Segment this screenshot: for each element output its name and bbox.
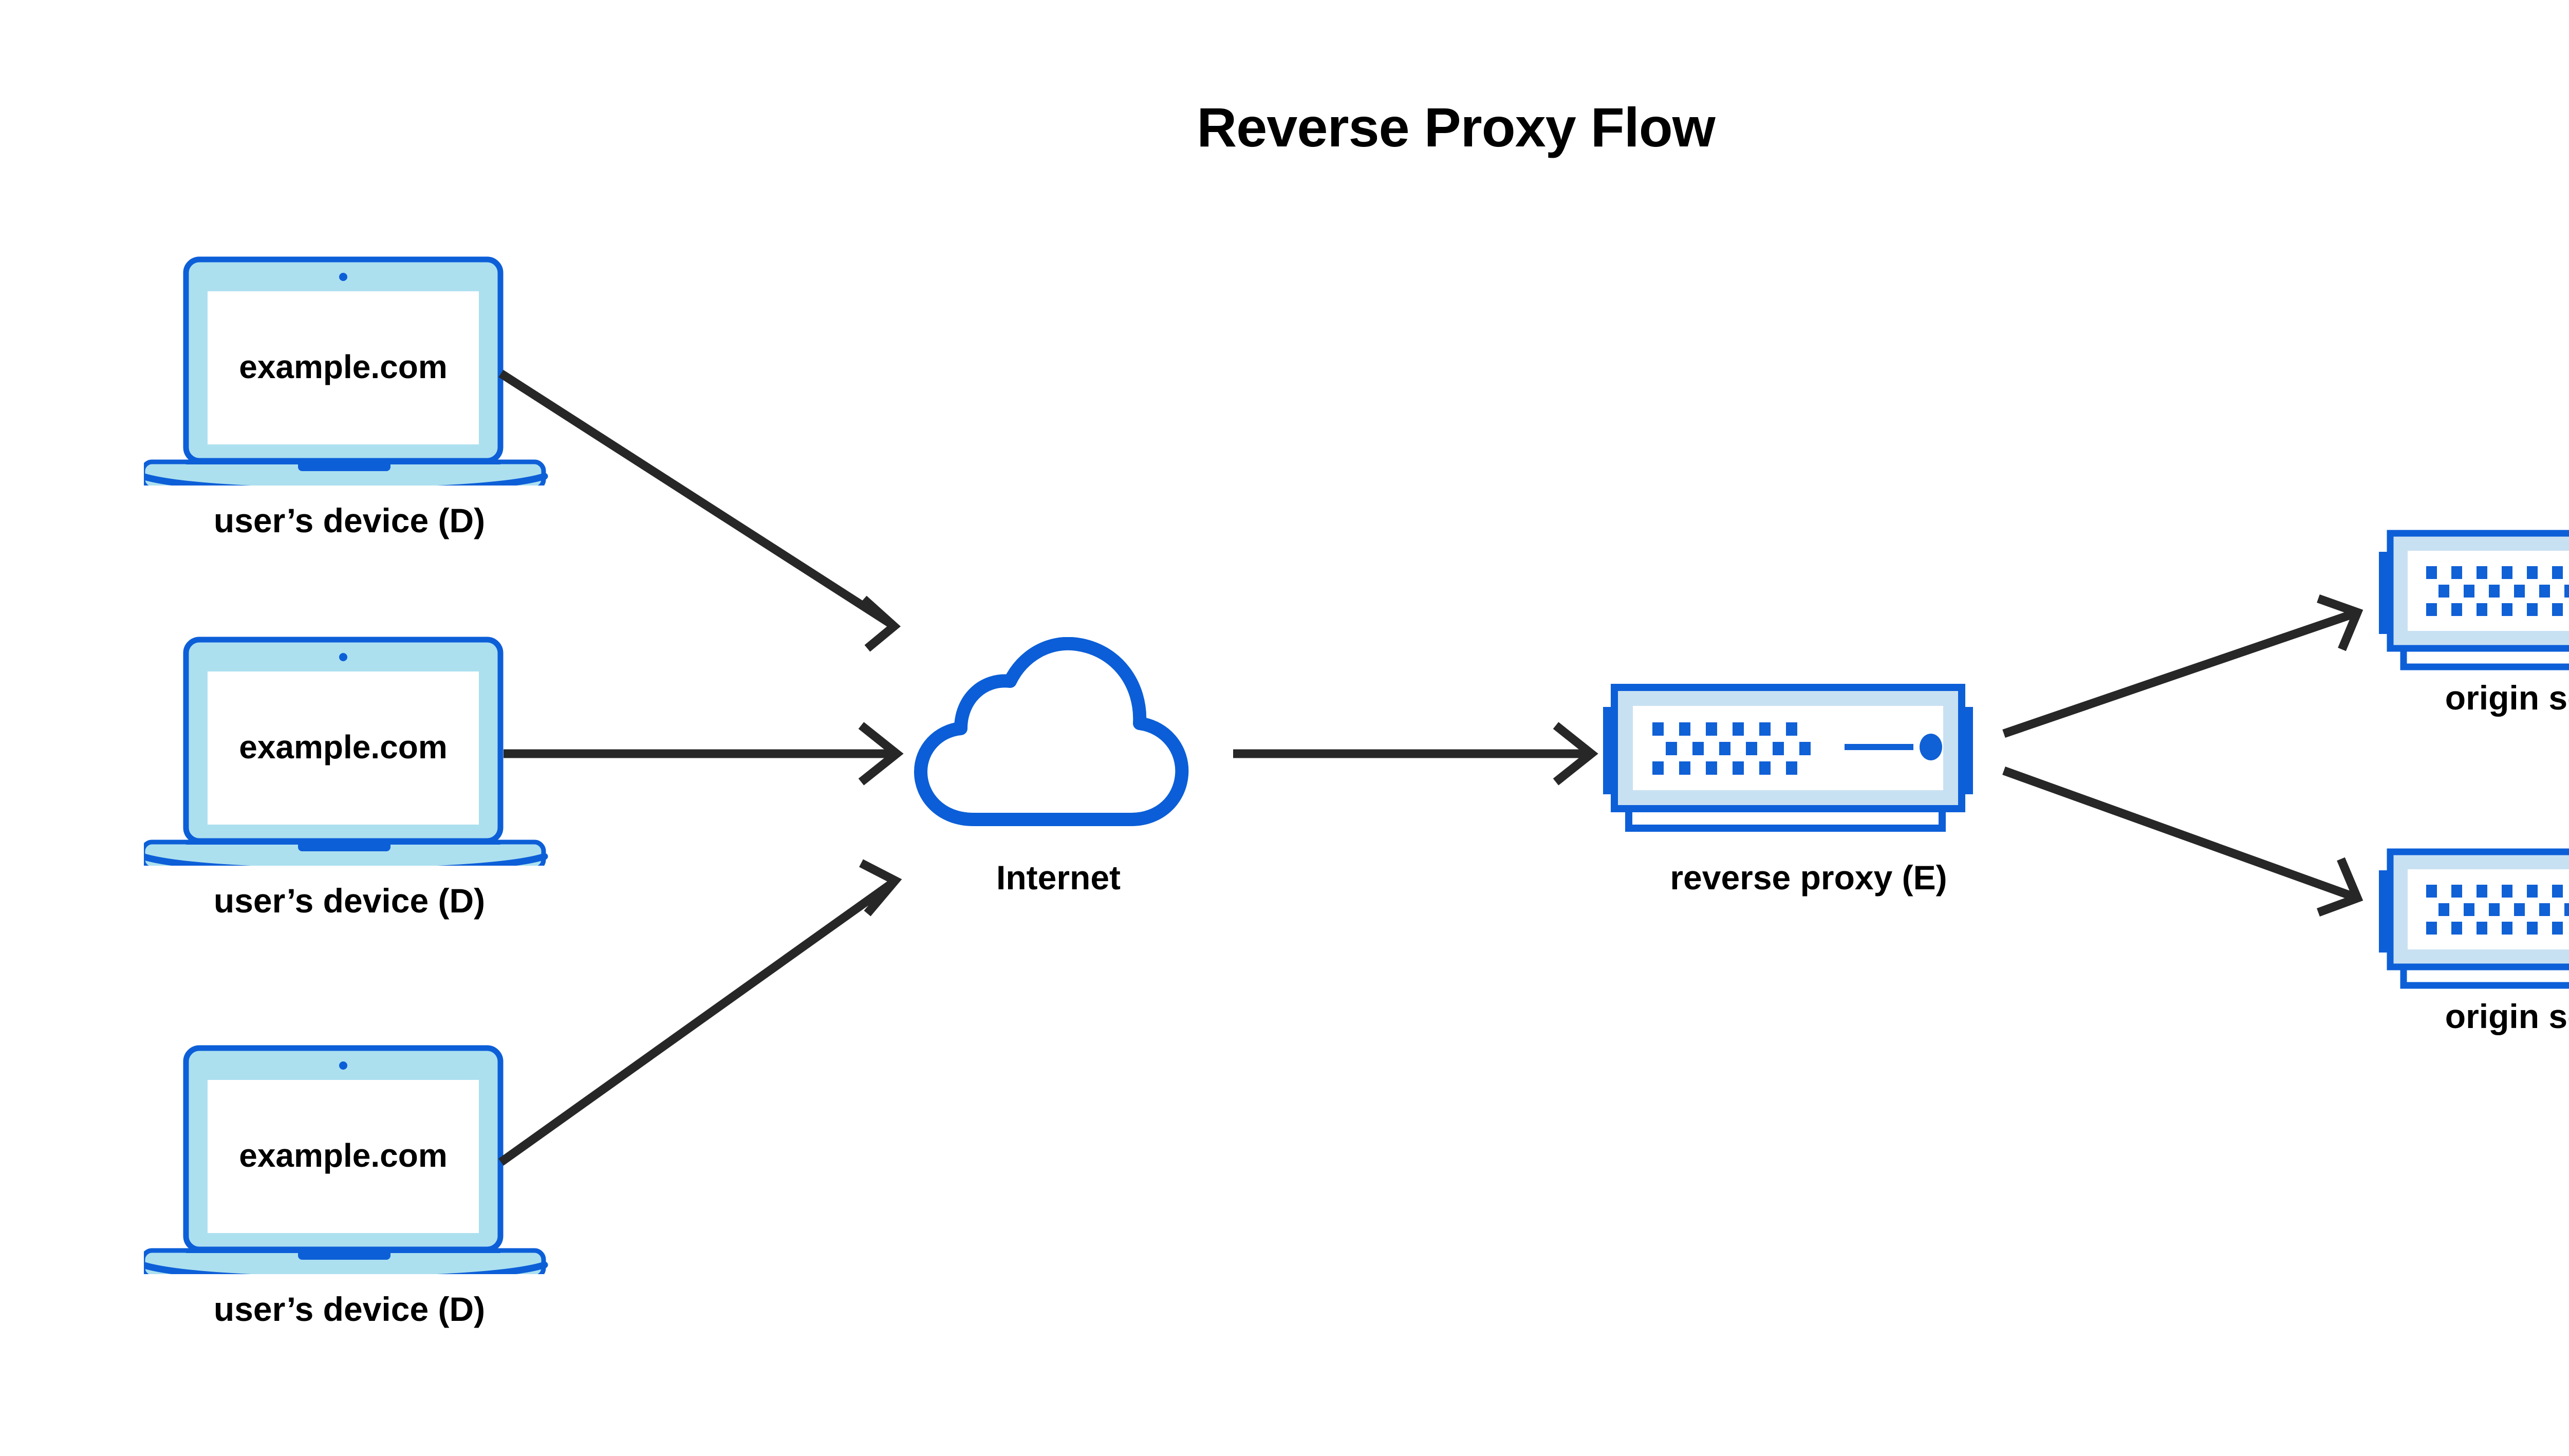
server-icon xyxy=(1603,684,1973,832)
server-icon xyxy=(2379,530,2569,670)
device-screen-text: example.com xyxy=(239,1137,448,1174)
server-vent-dots xyxy=(1652,722,1811,775)
device-screen-text: example.com xyxy=(239,729,448,766)
node-label-internet: Internet xyxy=(996,858,1121,897)
server-icon xyxy=(2379,848,2569,989)
edge-proxy-origin1 xyxy=(2002,594,2363,738)
node-device-1[interactable]: example.com xyxy=(144,254,555,486)
server-led-icon xyxy=(1920,734,1942,760)
server-vent-dots xyxy=(2426,885,2569,935)
edge-device3-internet xyxy=(498,859,902,1166)
device-screen-text: example.com xyxy=(239,348,448,385)
node-label-device-1: user’s device (D) xyxy=(213,501,486,539)
node-label-reverse-proxy: reverse proxy (E) xyxy=(1670,858,1947,897)
node-device-3[interactable]: example.com xyxy=(144,1043,555,1274)
node-label-origin-1: origin server (F) xyxy=(2445,679,2569,717)
laptop-icon xyxy=(144,1045,548,1274)
edge-device2-internet xyxy=(504,722,904,786)
server-status-line xyxy=(1845,744,1913,750)
node-reverse-proxy[interactable] xyxy=(1603,683,2014,853)
server-vent-dots xyxy=(2426,566,2569,616)
node-origin-1[interactable] xyxy=(2379,529,2569,688)
cloud-icon xyxy=(914,637,1189,826)
edge-device1-internet xyxy=(498,369,901,652)
laptop-icon xyxy=(144,637,548,866)
node-origin-2[interactable] xyxy=(2379,848,2569,1007)
node-label-device-3: user’s device (D) xyxy=(213,1290,486,1328)
node-device-2[interactable]: example.com xyxy=(144,634,555,866)
edge-internet-proxy xyxy=(1233,722,1598,786)
edge-proxy-origin2 xyxy=(2002,767,2363,917)
node-label-device-2: user’s device (D) xyxy=(213,882,486,920)
page-title: Reverse Proxy Flow xyxy=(1197,96,1715,158)
node-label-origin-2: origin server (F) xyxy=(2445,997,2569,1035)
node-internet[interactable] xyxy=(909,637,1207,832)
